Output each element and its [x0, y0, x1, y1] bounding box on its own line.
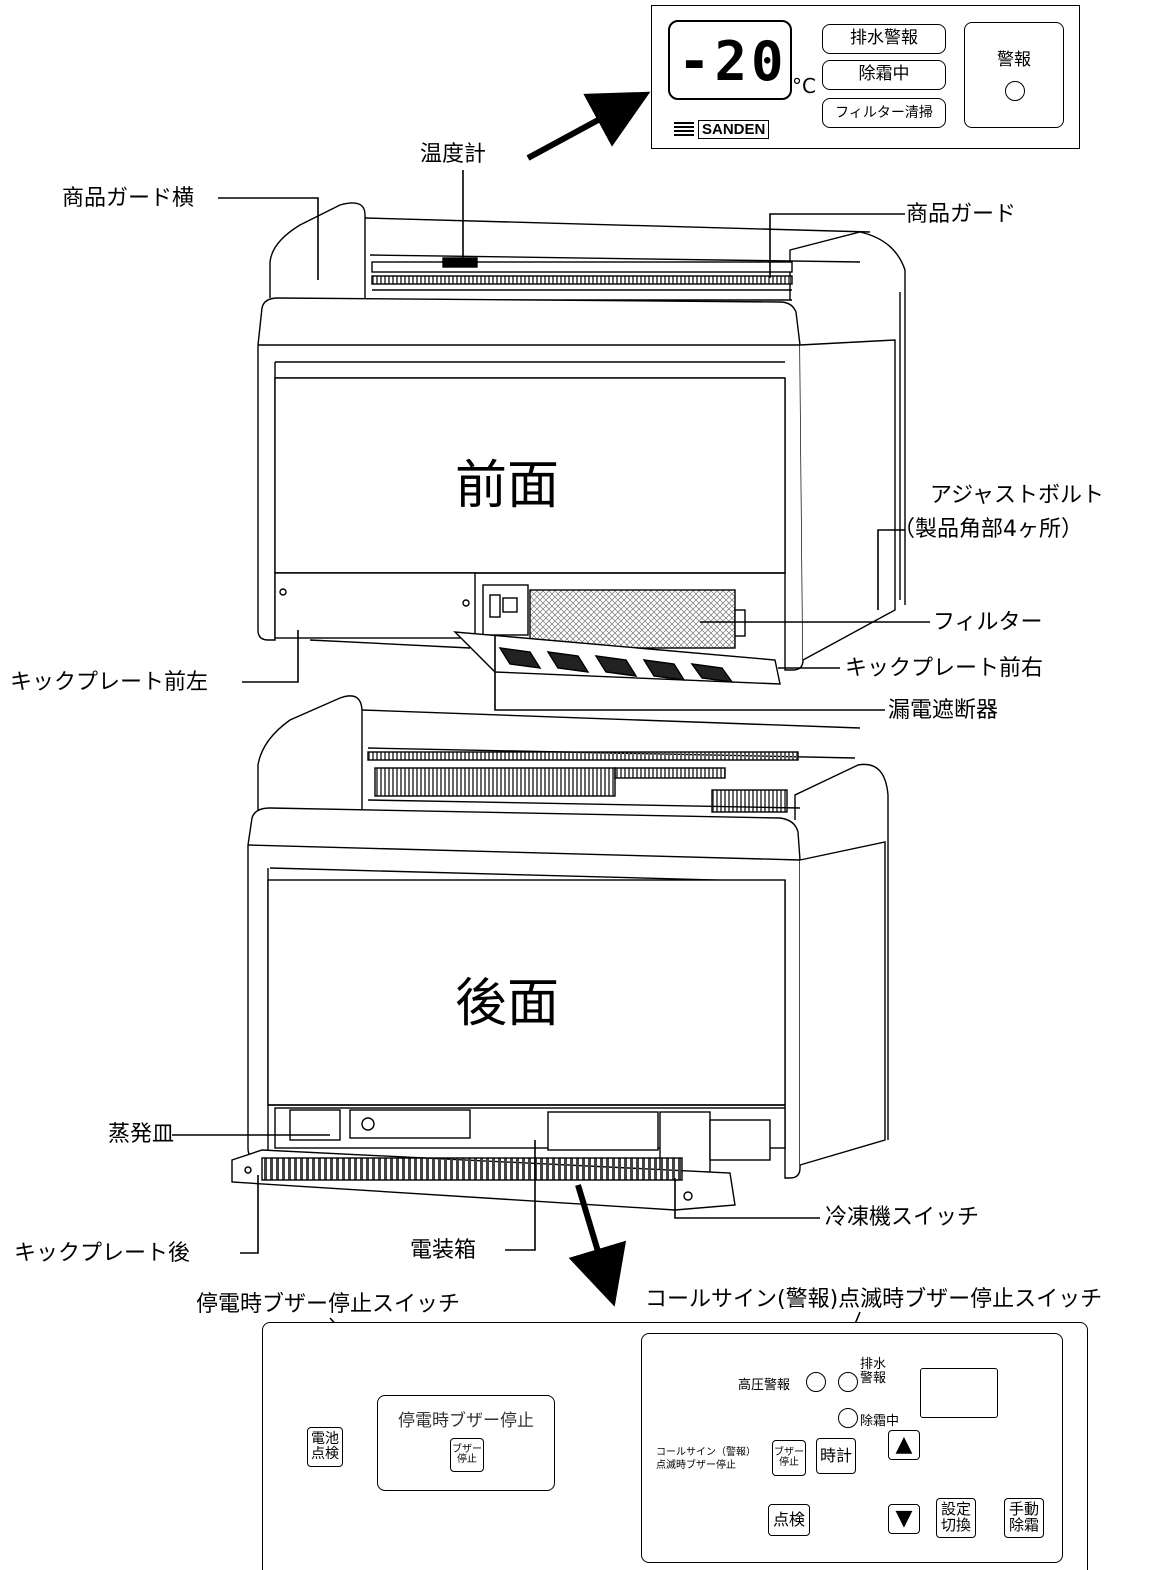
power-fail-title: 停電時ブザー停止: [398, 1411, 534, 1431]
filter-clean-indicator: フィルター清掃: [822, 98, 946, 128]
label-electric-box: 電装箱: [410, 1238, 477, 1263]
label-filter: フィルター: [933, 610, 1043, 635]
manual-defrost-button[interactable]: 手動 除霜: [1004, 1498, 1044, 1538]
top-control-panel: -20 °C 排水警報 除霜中 フィルター清掃 警報 SANDEN: [651, 5, 1080, 149]
label-power-fail-buzzer-switch: 停電時ブザー停止スイッチ: [196, 1292, 461, 1317]
label-thermometer: 温度計: [420, 142, 487, 167]
alarm-lamp: [1005, 81, 1025, 101]
callsign-buzzer-stop-button[interactable]: ブザー 停止: [772, 1440, 806, 1476]
alarm-box: 警報: [964, 22, 1064, 128]
leader-lines: [172, 170, 930, 1493]
label-adjust-bolt: アジャストボルト: [930, 483, 1105, 508]
front-cabinet: [257, 202, 906, 685]
up-button[interactable]: ▲: [888, 1430, 920, 1460]
defrosting-indicator: 除霜中: [822, 60, 946, 90]
celsius-unit: °C: [792, 74, 816, 98]
label-kick-plate-front-right: キックプレート前右: [845, 656, 1044, 681]
label-front: 前面: [455, 456, 560, 516]
battery-check-button[interactable]: 電池 点検: [307, 1427, 343, 1467]
sub-display: [920, 1368, 998, 1418]
power-fail-buzzer-box: 停電時ブザー停止 ブザー 停止: [377, 1395, 555, 1491]
check-button[interactable]: 点検: [768, 1504, 810, 1536]
drain-alarm-lamp: [838, 1372, 858, 1392]
defrosting-lamp: [838, 1408, 858, 1428]
brand-logo: SANDEN: [674, 120, 770, 139]
temperature-value: -20: [678, 30, 788, 93]
defrosting-label: 除霜中: [860, 1414, 900, 1429]
label-guard-side: 商品ガード横: [62, 186, 195, 211]
callsign-label: コールサイン（警報） 点滅時ブザー停止: [656, 1447, 756, 1471]
high-pressure-alarm-lamp: [806, 1372, 826, 1392]
drain-alarm-label: 排水 警報: [860, 1357, 887, 1387]
brand-mark-icon: [674, 121, 694, 138]
label-evaporation-tray: 蒸発皿: [108, 1122, 175, 1147]
label-back: 後面: [455, 974, 560, 1034]
label-freezer-switch: 冷凍機スイッチ: [825, 1205, 980, 1230]
electric-box-panel: 電池 点検 停電時ブザー停止 ブザー 停止 高圧警報 排水 警報 除霜中 コール…: [262, 1322, 1088, 1570]
brand-name: SANDEN: [698, 120, 770, 139]
operation-panel: 高圧警報 排水 警報 除霜中 コールサイン（警報） 点滅時ブザー停止 ブザー 停…: [641, 1333, 1063, 1563]
power-fail-buzzer-stop-button[interactable]: ブザー 停止: [450, 1438, 484, 1472]
arrow-to-bottom-panel: [568, 1184, 627, 1307]
label-kick-plate-back: キックプレート後: [14, 1241, 191, 1266]
arrow-to-top-panel: [526, 91, 651, 161]
label-kick-plate-front-left: キックプレート前左: [10, 670, 209, 695]
back-cabinet: [231, 695, 889, 1211]
label-adjust-bolt-note: （製品角部4ヶ所）: [893, 517, 1083, 542]
label-callsign-buzzer-switch: コールサイン(警報)点滅時ブザー停止スイッチ: [645, 1287, 1103, 1312]
clock-button[interactable]: 時計: [816, 1438, 856, 1474]
label-leakage-breaker: 漏電遮断器: [888, 698, 999, 723]
temperature-display: -20: [668, 20, 792, 100]
drain-alarm-indicator: 排水警報: [822, 24, 946, 54]
down-button[interactable]: ▼: [888, 1504, 920, 1534]
alarm-title: 警報: [997, 50, 1031, 70]
label-guard: 商品ガード: [906, 202, 1017, 227]
down-arrow-icon: ▼: [895, 1506, 913, 1532]
settings-switch-button[interactable]: 設定 切換: [936, 1498, 976, 1538]
up-arrow-icon: ▲: [895, 1432, 913, 1458]
high-pressure-alarm-label: 高圧警報: [738, 1378, 791, 1393]
